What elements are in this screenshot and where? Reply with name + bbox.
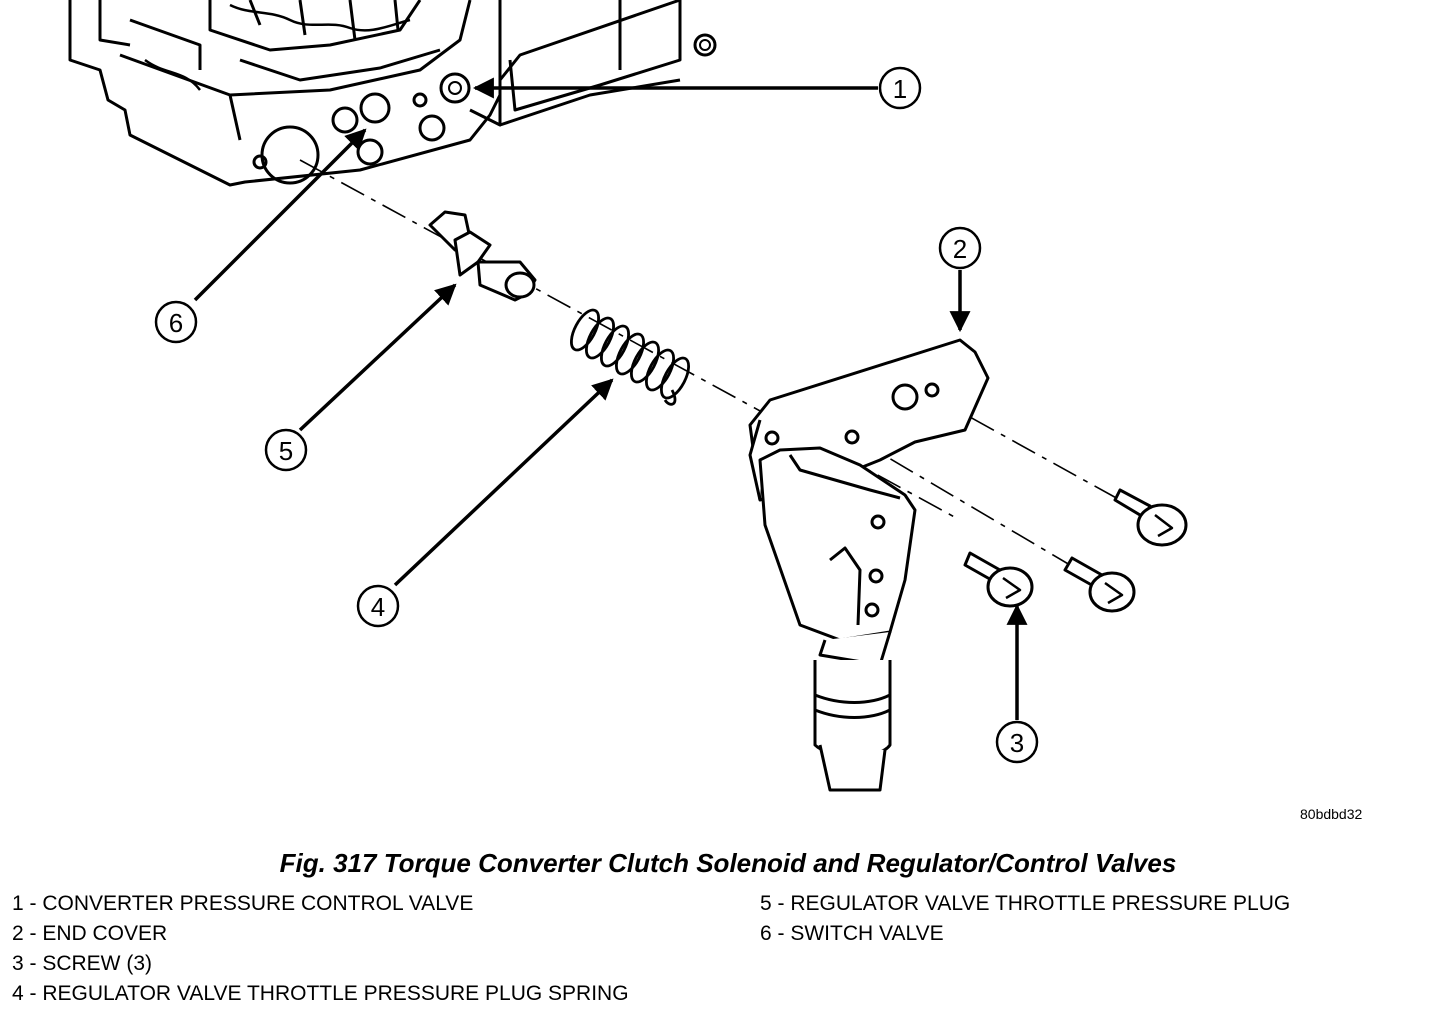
legend-item-2: 2 - END COVER	[12, 922, 168, 945]
end-cover-and-solenoid	[748, 338, 990, 792]
callout-6-label: 6	[169, 308, 183, 338]
throttle-pressure-plug	[428, 210, 537, 302]
leader-4	[393, 378, 614, 587]
callout-1-label: 1	[893, 74, 907, 104]
callout-2-label: 2	[953, 234, 967, 264]
callout-6: 6	[154, 300, 198, 344]
screw-lower-left	[963, 551, 1034, 608]
plug-spring	[570, 308, 690, 406]
valve-body	[68, 0, 717, 187]
callout-5: 5	[264, 428, 308, 472]
legend-item-1: 1 - CONVERTER PRESSURE CONTROL VALVE	[12, 892, 474, 915]
screw-centerline-lower	[849, 434, 1071, 566]
leader-lines	[193, 77, 1028, 720]
callout-3: 3	[995, 720, 1039, 764]
screw-lower-right	[1063, 556, 1136, 613]
screws	[963, 488, 1188, 613]
leader-6	[193, 128, 367, 302]
leader-5	[298, 283, 457, 432]
callout-4: 4	[356, 584, 400, 628]
screw-upper	[1113, 488, 1188, 547]
callout-5-label: 5	[279, 436, 293, 466]
legend-item-4: 4 - REGULATOR VALVE THROTTLE PRESSURE PL…	[12, 982, 629, 1005]
drawing-id: 80bdbd32	[1300, 806, 1363, 822]
legend-item-6: 6 - SWITCH VALVE	[760, 922, 944, 945]
callout-2: 2	[938, 226, 982, 270]
exploded-view-illustration: 1 2 3 4 5 6	[68, 0, 1188, 792]
callout-3-label: 3	[1010, 728, 1024, 758]
legend-item-3: 3 - SCREW (3)	[12, 952, 153, 975]
legend-item-5: 5 - REGULATOR VALVE THROTTLE PRESSURE PL…	[760, 892, 1291, 915]
callout-1: 1	[878, 66, 922, 110]
figure-caption: Fig. 317 Torque Converter Clutch Solenoi…	[279, 848, 1177, 878]
callout-4-label: 4	[371, 592, 385, 622]
